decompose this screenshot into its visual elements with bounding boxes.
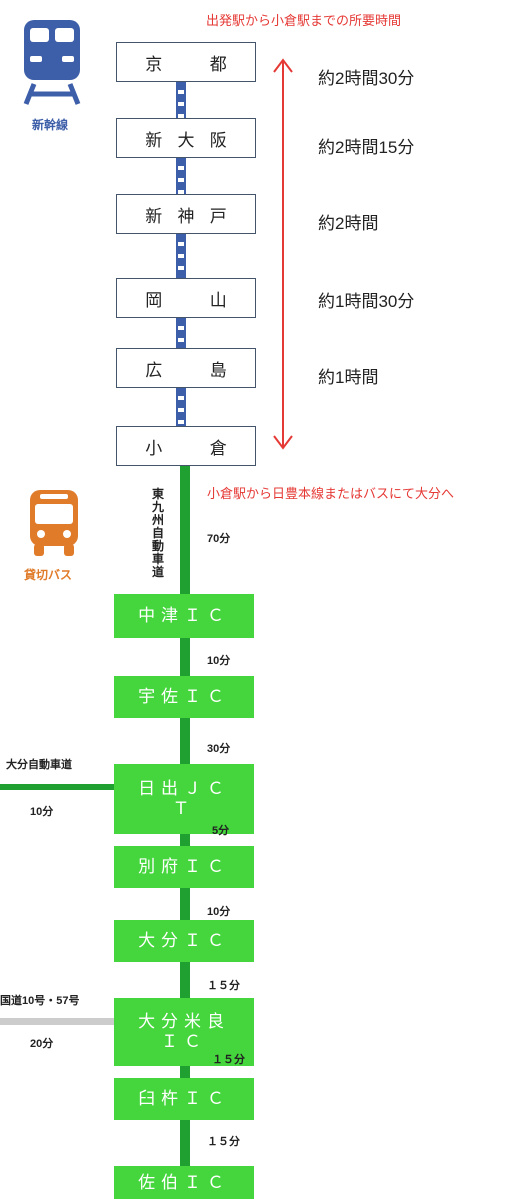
time-kyoto: 約2時間30分 (318, 69, 415, 88)
ic-oita-mera: 大分米良ＩＣ (114, 998, 254, 1066)
ic-nakatsu: 中津ＩＣ (114, 594, 254, 638)
route-segment (180, 638, 190, 676)
rail-segment (176, 234, 186, 278)
rail-segment (176, 318, 186, 348)
oita-expressway-time: 10分 (30, 806, 54, 818)
ic-beppu: 別府ＩＣ (114, 846, 254, 888)
duration-arrow (273, 58, 293, 450)
ic-hiji-jct: 日出ＪＣＴ (114, 764, 254, 834)
station-kokura: 小 倉 (116, 426, 256, 466)
oita-expressway-line (0, 784, 114, 790)
station-okayama: 岡 山 (116, 278, 256, 318)
rail-segment (176, 158, 186, 194)
ic-usa: 宇佐ＩＣ (114, 676, 254, 718)
station-shin-osaka: 新大阪 (116, 118, 256, 158)
station-kyoto: 京 都 (116, 42, 256, 82)
time-hiroshima: 約1時間 (318, 368, 379, 387)
time-okayama: 約1時間30分 (318, 292, 415, 311)
time-hiji-beppu: 5分 (212, 825, 230, 837)
national-route-time: 20分 (30, 1038, 54, 1050)
route-segment (180, 834, 190, 846)
bus-note: 小倉駅から日豊本線またはバスにて大分へ (207, 486, 455, 501)
station-shin-kobe: 新神戸 (116, 194, 256, 234)
ic-usuki: 臼杵ＩＣ (114, 1078, 254, 1120)
ic-oita: 大分ＩＣ (114, 920, 254, 962)
bus-label: 貸切バス (24, 568, 73, 582)
time-beppu-oita: 10分 (207, 906, 231, 918)
route-segment (180, 1066, 190, 1078)
national-route-line (0, 1018, 114, 1025)
oita-expressway-label: 大分自動車道 (6, 759, 72, 771)
time-usa-hiji: 30分 (207, 743, 231, 755)
header-note: 出発駅から小倉駅までの所要時間 (206, 13, 402, 28)
time-shin-osaka: 約2時間15分 (318, 138, 415, 157)
bus-icon (26, 488, 82, 560)
ic-saiki: 佐伯ＩＣ (114, 1166, 254, 1199)
time-nakatsu-usa: 10分 (207, 655, 231, 667)
expressway-label: 東九州自動車道 (152, 487, 165, 579)
route-segment (180, 962, 190, 998)
route-segment (180, 1120, 190, 1166)
time-shin-kobe: 約2時間 (318, 214, 379, 233)
time-mera-usuki: １５分 (212, 1054, 245, 1066)
route-segment (180, 466, 190, 594)
time-usuki-saiki: １５分 (207, 1136, 240, 1148)
rail-segment (176, 388, 186, 426)
shinkansen-icon (20, 18, 84, 110)
route-segment (180, 888, 190, 920)
time-oita-mera: １５分 (207, 980, 240, 992)
shinkansen-label: 新幹線 (32, 118, 69, 132)
time-kokura-nakatsu: 70分 (207, 533, 231, 545)
station-hiroshima: 広 島 (116, 348, 256, 388)
rail-segment (176, 82, 186, 118)
national-route-label: 国道10号・57号 (0, 995, 80, 1007)
route-segment (180, 718, 190, 764)
